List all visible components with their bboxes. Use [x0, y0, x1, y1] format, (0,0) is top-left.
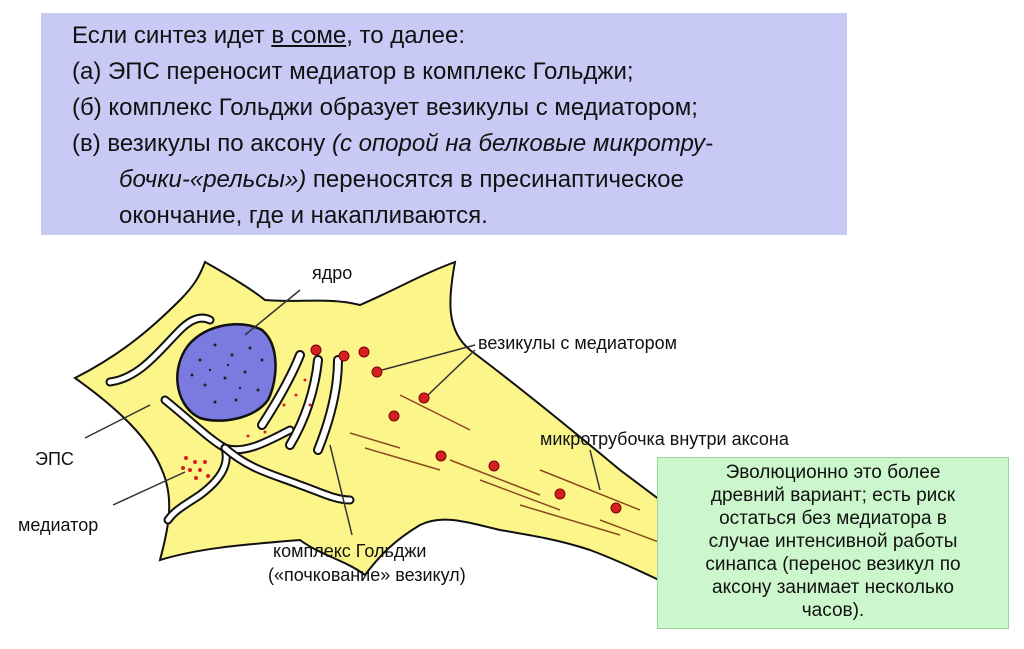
- note-line: синапса (перенос везикул по: [705, 554, 961, 575]
- label-golgi-line1: комплекс Гольджи: [273, 541, 427, 561]
- top-text-box: Если синтез идет в соме, то далее: (а) Э…: [41, 13, 847, 235]
- note-line: часов).: [801, 600, 865, 621]
- text-line-4: (в) везикулы по аксону (с опорой на белк…: [72, 129, 713, 158]
- line5-italic: бочки-«рельсы»): [119, 166, 307, 193]
- note-line: Эволюционно это более: [725, 462, 941, 483]
- label-nucleus: ядро: [312, 263, 353, 283]
- label-er: ЭПС: [35, 449, 74, 469]
- note-line: остаться без медиатора в: [719, 508, 947, 529]
- note-line: случае интенсивной работы: [708, 531, 958, 552]
- line1-text: Если синтез идет: [72, 22, 272, 49]
- note-line: древний вариант; есть риск: [710, 485, 956, 506]
- label-vesicles: везикулы с медиатором: [478, 333, 678, 353]
- note-box: Эволюционно это более древний вариант; е…: [657, 457, 1009, 629]
- label-mediator: медиатор: [18, 515, 99, 535]
- pointer-lines: [84, 289, 601, 536]
- mediator-dots: [181, 378, 312, 480]
- note-line: аксону занимает несколько: [712, 577, 954, 598]
- text-line-2: (а) ЭПС переносит медиатор в комплекс Го…: [72, 58, 634, 85]
- text-line-3: (б) комплекс Гольджи образует везикулы с…: [72, 94, 698, 121]
- line5-text: переносятся в пресинаптическое: [306, 166, 684, 193]
- text-line-5: бочки-«рельсы») переносятся в пресинапти…: [119, 165, 684, 194]
- line4-text: (в) везикулы по аксону: [72, 130, 332, 157]
- line4-italic: (с опорой на белковые микротру-: [331, 130, 714, 157]
- label-microtubule: микротрубочка внутри аксона: [540, 429, 789, 449]
- line1-underlined: в соме: [271, 22, 347, 49]
- er-channels: [105, 313, 355, 525]
- label-golgi-line2: («почкование» везикул): [268, 565, 466, 585]
- golgi-complex: [257, 350, 343, 455]
- nucleus-chromatin: [190, 343, 264, 404]
- text-line-1: Если синтез идет в соме, то далее:: [72, 21, 465, 50]
- vesicles: [310, 344, 622, 514]
- line1-tail: , то далее:: [346, 22, 465, 49]
- text-line-6: окончание, где и накапливаются.: [119, 202, 488, 229]
